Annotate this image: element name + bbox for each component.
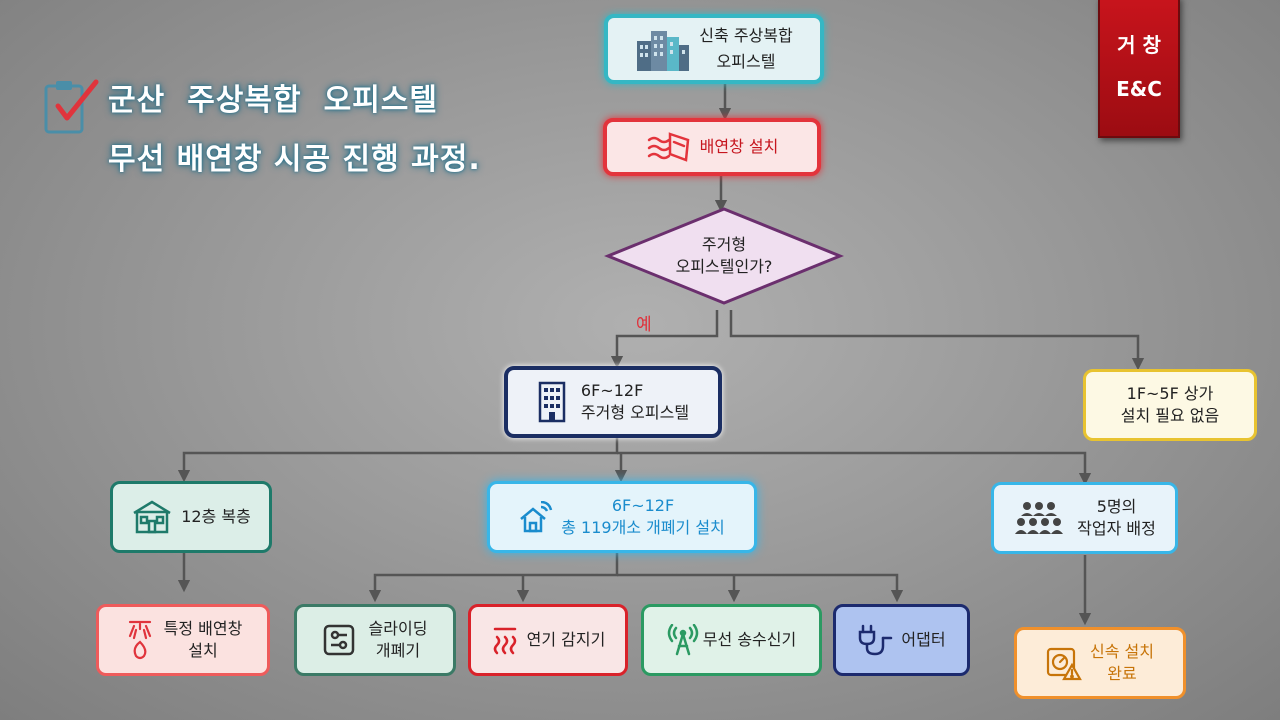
decision-line2: 오피스텔인가? bbox=[675, 257, 773, 276]
node-complete-line1: 신속 설치 bbox=[1090, 642, 1154, 661]
brand-suffix: E&C bbox=[1116, 77, 1162, 101]
antenna-icon bbox=[667, 624, 699, 656]
node-smoke-vent-label: 배연창 설치 bbox=[699, 137, 779, 156]
title-word: 군산 bbox=[108, 83, 166, 118]
node-openers-line2: 총 119개소 개폐기 설치 bbox=[561, 518, 725, 537]
node-special-vent: 특정 배연창 설치 bbox=[96, 604, 270, 676]
node-workers-line1: 5명의 bbox=[1096, 497, 1137, 516]
branch-residential bbox=[177, 438, 619, 483]
node-residential-line1: 6F~12F bbox=[580, 381, 644, 400]
brand-badge: 거 창 E&C bbox=[1098, 0, 1180, 138]
node-residential: 6F~12F 주거형 오피스텔 bbox=[504, 366, 722, 438]
page-title: 군산 주상복합 오피스텔 bbox=[108, 75, 460, 119]
node-openers: 6F~12F 총 119개소 개폐기 설치 bbox=[487, 481, 757, 553]
smoke-vent-icon bbox=[646, 130, 692, 164]
node-transmitter-label: 무선 송수신기 bbox=[702, 630, 797, 649]
node-openers-line1: 6F~12F bbox=[611, 496, 675, 515]
brand-name: 거 창 bbox=[1117, 33, 1161, 57]
plug-adapter-icon bbox=[857, 624, 893, 656]
node-commercial: 1F~5F 상가 설치 필요 없음 bbox=[1083, 369, 1257, 441]
node-start-line1: 신축 주상복합 bbox=[699, 26, 793, 45]
node-smoke-detector-label: 연기 감지기 bbox=[526, 630, 606, 649]
arrow-decision-to-commercial bbox=[729, 310, 1145, 371]
node-complete-line2: 완료 bbox=[1107, 664, 1137, 683]
title-word: 주상복합 bbox=[187, 83, 302, 118]
node-special-vent-line1: 특정 배연창 bbox=[163, 619, 243, 638]
node-start-line2: 오피스텔 bbox=[716, 52, 776, 71]
node-smoke-detector: 연기 감지기 bbox=[468, 604, 628, 676]
node-complete: 신속 설치 완료 bbox=[1014, 627, 1186, 699]
branch-openers-3 bbox=[617, 573, 904, 603]
title-word: 오피스텔 bbox=[323, 83, 439, 118]
branch-residential-right bbox=[617, 451, 1092, 486]
node-commercial-line1: 1F~5F 상가 bbox=[1126, 384, 1214, 403]
node-duplex: 12층 복층 bbox=[110, 481, 272, 553]
node-slide-opener: 슬라이딩 개폐기 bbox=[294, 604, 456, 676]
node-start: 신축 주상복합 오피스텔 bbox=[604, 14, 824, 84]
node-duplex-label: 12층 복층 bbox=[181, 507, 251, 526]
node-special-vent-line2: 설치 bbox=[188, 641, 218, 660]
office-building-icon bbox=[537, 380, 567, 424]
people-group-icon bbox=[1013, 500, 1065, 536]
warning-gauge-icon bbox=[1046, 645, 1082, 681]
node-slide-opener-line1: 슬라이딩 bbox=[368, 619, 428, 638]
house-icon bbox=[131, 499, 173, 535]
branch-openers bbox=[368, 553, 619, 603]
node-smoke-vent: 배연창 설치 bbox=[603, 118, 821, 176]
node-workers: 5명의 작업자 배정 bbox=[991, 482, 1178, 554]
node-workers-line2: 작업자 배정 bbox=[1077, 519, 1156, 538]
smart-home-icon bbox=[519, 501, 553, 533]
node-adapter: 어댑터 bbox=[833, 604, 970, 676]
decision-diamond bbox=[604, 207, 844, 305]
node-commercial-line2: 설치 필요 없음 bbox=[1120, 406, 1220, 425]
node-adapter-label: 어댑터 bbox=[901, 630, 946, 649]
yes-label: 예 bbox=[636, 315, 652, 335]
smoke-detector-icon bbox=[491, 625, 519, 655]
node-decision: 주거형 오피스텔인가? bbox=[640, 228, 808, 284]
node-residential-line2: 주거형 오피스텔 bbox=[580, 403, 690, 422]
decision-line1: 주거형 bbox=[701, 235, 747, 254]
slider-control-icon bbox=[323, 624, 355, 656]
checklist-icon bbox=[40, 76, 102, 140]
page-subtitle: 무선 배연창 시공 진행 과정. bbox=[108, 142, 481, 177]
buildings-icon bbox=[635, 27, 691, 71]
node-slide-opener-line2: 개폐기 bbox=[375, 641, 421, 660]
fire-sprinkler-icon bbox=[124, 620, 156, 660]
node-transmitter: 무선 송수신기 bbox=[641, 604, 822, 676]
arrow-decision-to-residential bbox=[610, 310, 719, 369]
